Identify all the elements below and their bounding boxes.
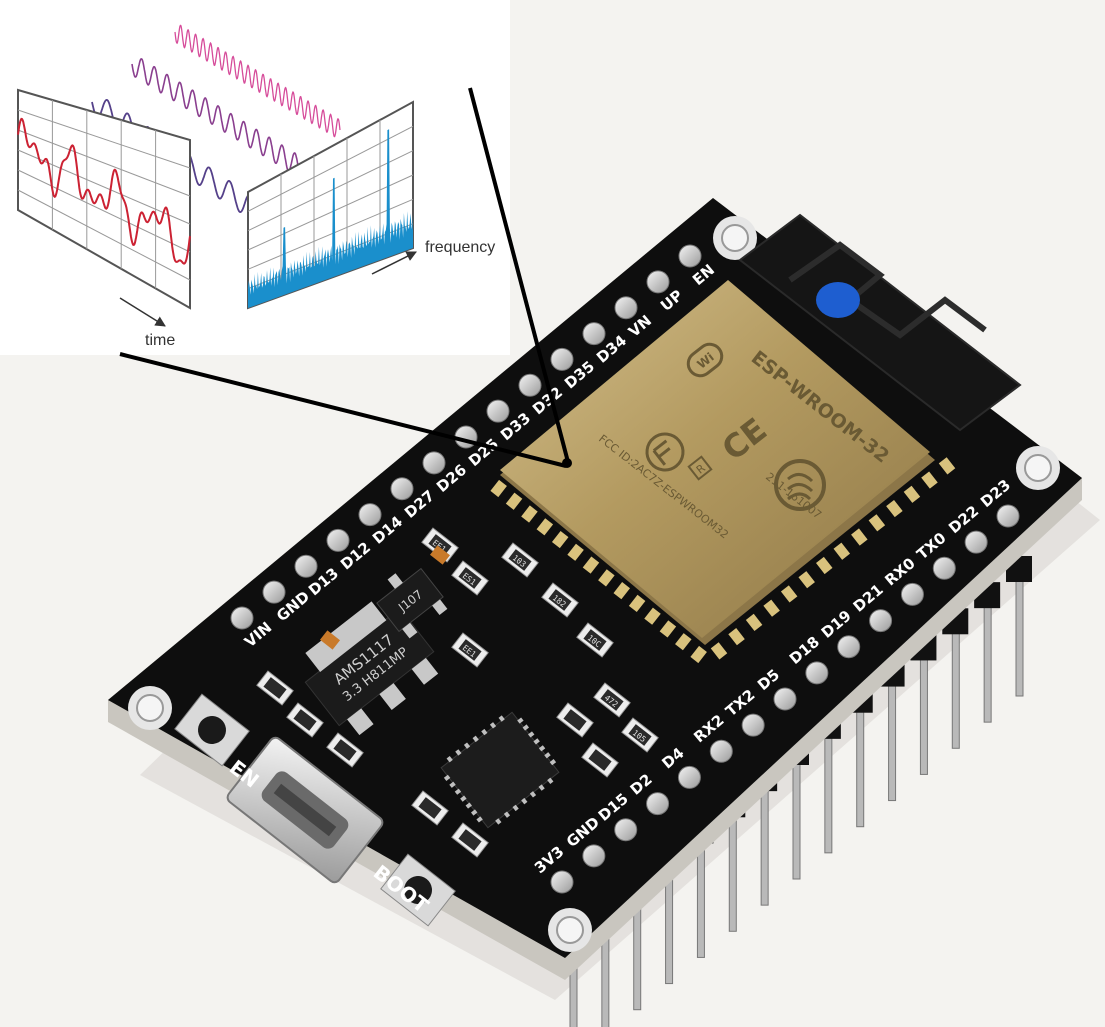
smd-part: 472	[593, 682, 631, 718]
smd-part	[256, 670, 294, 706]
fft-inset: time frequency	[0, 0, 510, 355]
mounting-holes	[128, 216, 1060, 952]
module-pads	[490, 457, 956, 664]
en-button[interactable]	[174, 693, 250, 767]
micro-usb-port	[226, 736, 384, 884]
right-header-pin: D2	[627, 770, 670, 816]
callout-lines	[119, 87, 572, 468]
arrow-right-icon	[119, 297, 166, 327]
espressif-logo-icon	[774, 459, 826, 511]
transistor-j107: J107	[376, 567, 448, 639]
smd-part	[451, 822, 489, 858]
spectrum-area	[248, 129, 413, 308]
antenna-trace	[738, 213, 1022, 432]
smd-part	[581, 742, 619, 778]
arrow-right-icon	[371, 251, 417, 275]
esp-wroom-module: Wi CE R ESP-WROOM-32 FCC ID:2AC7Z-ESPWRO…	[500, 280, 935, 645]
esp32-board: Wi CE R ESP-WROOM-32 FCC ID:2AC7Z-ESPWRO…	[108, 198, 1100, 1027]
smd-part: 105	[621, 717, 659, 753]
boot-button[interactable]	[380, 853, 456, 927]
frequency-axis-label: frequency	[425, 239, 495, 256]
sine-wave-trace	[174, 24, 341, 138]
smd-part: 10C	[576, 622, 614, 658]
smd-part: ES1	[451, 560, 489, 596]
sine-wave-trace	[131, 58, 299, 172]
usb-uart-chip	[440, 711, 560, 829]
fcc-mark-icon	[645, 432, 685, 472]
smd-part: 182	[541, 582, 579, 618]
time-signal-trace	[17, 117, 191, 265]
smd-part	[286, 702, 324, 738]
right-header-pin: 3V3	[531, 842, 574, 894]
smd-part: EE1	[451, 632, 489, 668]
time-axis-label: time	[145, 332, 175, 349]
smd-part	[326, 732, 364, 768]
frequency-domain-panel	[247, 100, 414, 310]
smd-part	[556, 702, 594, 738]
voltage-regulator: AMS1117 3.3 H811MP	[304, 601, 439, 736]
blue-led-dot	[816, 282, 860, 318]
time-domain-panel	[17, 88, 191, 310]
smd-part	[411, 790, 449, 826]
smd-part: 103	[501, 542, 539, 578]
